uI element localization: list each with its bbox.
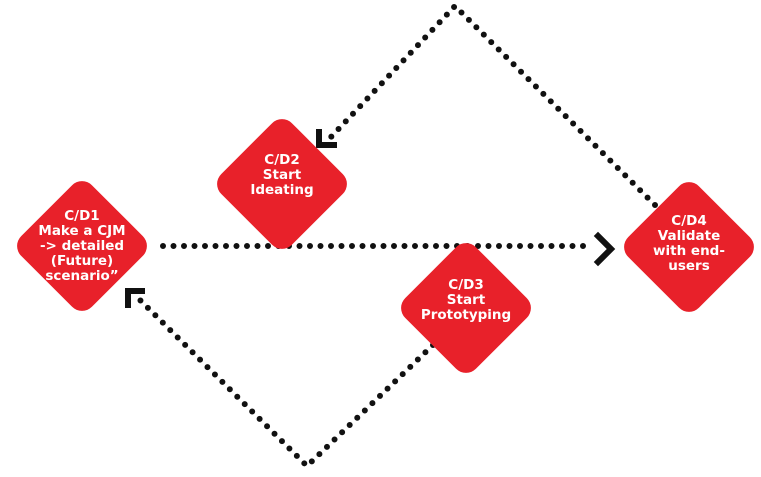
- node-text-line: Make a CJM: [38, 222, 126, 239]
- node-text-line: users: [668, 258, 710, 274]
- node-text-line: (Future): [50, 252, 114, 269]
- node-text-line: Ideating: [250, 181, 314, 198]
- node-label: C/D4 Validate with end- users: [653, 214, 725, 274]
- node-code: C/D4: [671, 213, 707, 229]
- node-text-line: Start: [262, 166, 302, 183]
- node-code: C/D2: [264, 151, 300, 168]
- arrowhead-to-cd4: [593, 231, 616, 267]
- node-code: C/D3: [448, 276, 484, 293]
- node-cd1: C/D1 Make a CJM -> detailed (Future) sce…: [11, 175, 153, 317]
- node-label: C/D3 Start Prototyping: [420, 276, 512, 323]
- node-label: C/D1 Make a CJM -> detailed (Future) sce…: [38, 207, 126, 284]
- node-label: C/D2 Start Ideating: [250, 151, 314, 198]
- node-code: C/D1: [64, 207, 100, 224]
- node-cd3: C/D3 Start Prototyping: [395, 237, 537, 379]
- node-text-line: Prototyping: [420, 306, 512, 323]
- node-text-line: with end-: [653, 243, 725, 259]
- node-cd2: C/D2 Start Ideating: [211, 113, 353, 255]
- arrowhead-to-cd1: [125, 288, 145, 308]
- connector-cd3-to-cd1: [137, 297, 436, 471]
- node-text-line: scenario”: [45, 267, 119, 284]
- node-text-line: Validate: [657, 228, 721, 244]
- node-cd4: C/D4 Validate with end- users: [618, 176, 760, 318]
- connector-cd4-to-cd2: [327, 1, 658, 208]
- node-text-line: -> detailed: [39, 237, 125, 254]
- node-text-line: Start: [446, 291, 486, 308]
- arrowhead-to-cd2: [316, 129, 337, 148]
